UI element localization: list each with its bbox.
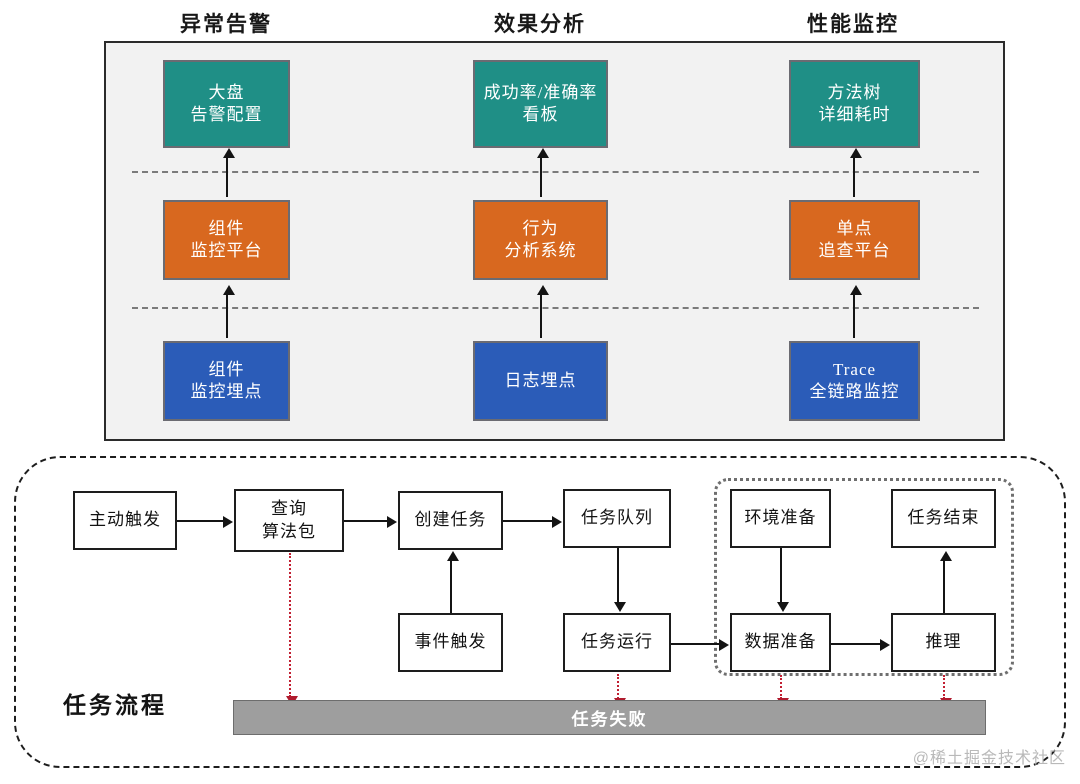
arrow-query-to-create — [344, 516, 397, 528]
arrow-manual-to-query — [177, 516, 233, 528]
execution-subgroup-boundary — [714, 478, 1014, 676]
arrow-create-to-queue — [503, 516, 562, 528]
task-flow-container — [14, 456, 1066, 768]
arrow-event-to-create — [447, 551, 459, 613]
arrow-queue-to-running — [614, 548, 626, 612]
node-method-tree-latency[interactable]: 方法树 详细耗时 — [789, 60, 920, 148]
layer-divider-lower — [132, 307, 979, 309]
task-flow-title: 任务流程 — [63, 693, 167, 718]
arrow-up-perf-low — [850, 285, 862, 338]
node-single-point-tracing-platform[interactable]: 单点 追查平台 — [789, 200, 920, 280]
node-component-monitoring-platform[interactable]: 组件 监控平台 — [163, 200, 290, 280]
arrow-up-alert-low — [223, 285, 235, 338]
flow-box-event-trigger[interactable]: 事件触发 — [398, 613, 503, 672]
flow-box-task-finished[interactable]: 任务结束 — [891, 489, 996, 548]
arrow-inference-to-finished — [940, 551, 952, 613]
column-header-anomaly-alert: 异常告警 — [180, 12, 272, 36]
flow-box-inference[interactable]: 推理 — [891, 613, 996, 672]
flow-box-data-prepare[interactable]: 数据准备 — [730, 613, 831, 672]
arrow-running-to-dataprep — [671, 639, 729, 651]
watermark: @稀土掘金技术社区 — [912, 750, 1066, 767]
arrow-up-alert-mid — [223, 148, 235, 197]
failure-arrow-from-dataprep — [777, 675, 789, 708]
node-log-probe[interactable]: 日志埋点 — [473, 341, 608, 421]
failure-arrow-from-inference — [940, 675, 952, 708]
arrow-dataprep-to-inference — [831, 639, 890, 651]
flow-box-query-algorithm-package[interactable]: 查询 算法包 — [234, 489, 344, 552]
column-header-performance-monitoring: 性能监控 — [807, 12, 899, 36]
column-header-effect-analysis: 效果分析 — [494, 12, 586, 36]
flow-box-task-queue[interactable]: 任务队列 — [563, 489, 671, 548]
node-dashboard-alert-config[interactable]: 大盘 告警配置 — [163, 60, 290, 148]
arrow-up-effect-low — [537, 285, 549, 338]
task-failure-bar[interactable]: 任务失败 — [233, 700, 986, 735]
flow-box-environment-prepare[interactable]: 环境准备 — [730, 489, 831, 548]
layer-divider-upper — [132, 171, 979, 173]
failure-arrow-from-running — [614, 674, 626, 708]
node-component-monitoring-probe[interactable]: 组件 监控埋点 — [163, 341, 290, 421]
flow-box-task-running[interactable]: 任务运行 — [563, 613, 671, 672]
flow-box-manual-trigger[interactable]: 主动触发 — [73, 491, 177, 550]
node-behavior-analysis-system[interactable]: 行为 分析系统 — [473, 200, 608, 280]
node-trace-full-link-monitoring[interactable]: Trace 全链路监控 — [789, 341, 920, 421]
failure-arrow-from-query — [286, 553, 298, 706]
arrow-envprep-to-dataprep — [777, 548, 789, 612]
flow-box-create-task[interactable]: 创建任务 — [398, 491, 503, 550]
node-success-accuracy-board[interactable]: 成功率/准确率 看板 — [473, 60, 608, 148]
arrow-up-perf-mid — [850, 148, 862, 197]
arrow-up-effect-mid — [537, 148, 549, 197]
